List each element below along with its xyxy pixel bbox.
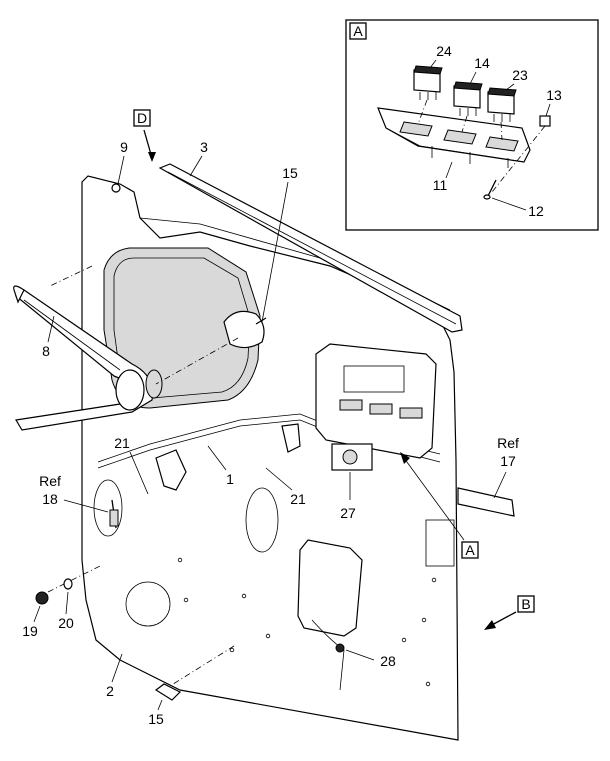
door-trim-panel: [81, 175, 459, 741]
callout-14: 14: [474, 55, 490, 71]
callout-1: 1: [226, 471, 234, 487]
callout-27: 27: [340, 505, 356, 521]
switch-23: [487, 87, 517, 122]
callout-23: 23: [512, 67, 528, 83]
speaker-hole: [125, 581, 171, 627]
callout-13: 13: [546, 87, 562, 103]
clip-13: [539, 115, 551, 127]
main-callouts: 9 3 15 8 21 1 21 27 Ref 18 Ref 17 A 19 2…: [22, 139, 519, 727]
callout-15-bottom: 15: [148, 711, 164, 727]
switch-pocket: [315, 343, 437, 459]
switch-24: [413, 65, 443, 100]
screw-12: [483, 179, 497, 200]
callout-9: 9: [120, 139, 128, 155]
view-d-marker: D: [133, 109, 156, 162]
wire-28: [311, 619, 345, 691]
clip-21-right: [281, 423, 301, 453]
callout-20: 20: [58, 615, 74, 631]
view-b-marker: B: [484, 595, 535, 630]
callout-3: 3: [200, 139, 208, 155]
weatherstrip-3: [158, 163, 463, 333]
callout-21-right: 21: [290, 491, 306, 507]
callout-28: 28: [380, 653, 396, 669]
nut-19: [35, 591, 49, 605]
ref-18-label: Ref: [39, 473, 61, 489]
rod-ref-17: [457, 487, 515, 517]
callout-19: 19: [22, 623, 38, 639]
switch-14: [453, 81, 483, 116]
detail-a-ref-label: A: [465, 542, 475, 558]
handle-knob-15: [223, 310, 267, 349]
detail-a-frame: [345, 19, 599, 231]
washer-20: [63, 578, 73, 590]
bolt-15-bottom: [154, 683, 182, 701]
detail-a-label-box: [349, 22, 367, 40]
view-d-label: D: [137, 110, 147, 126]
view-b-label: B: [521, 596, 530, 612]
cable-18: [109, 499, 119, 529]
callout-12: 12: [528, 203, 544, 219]
ref-18-num: 18: [42, 491, 58, 507]
callout-15-top: 15: [282, 165, 298, 181]
ref-17-num: 17: [500, 453, 516, 469]
callout-24: 24: [436, 43, 452, 59]
detail-a-label: A: [353, 23, 363, 39]
access-hole: [297, 539, 363, 637]
detail-a-inset: A: [345, 19, 599, 231]
callout-21-left: 21: [114, 435, 130, 451]
clip-21-left: [155, 449, 187, 491]
grab-handle-8: [13, 285, 163, 431]
callout-8: 8: [42, 343, 50, 359]
bezel-opening-2: [443, 129, 477, 145]
bezel-opening-3: [485, 136, 519, 152]
bezel-opening-1: [399, 121, 433, 137]
detail-a-ref-box: [461, 541, 479, 559]
callout-11: 11: [433, 177, 448, 193]
callout-2: 2: [106, 683, 114, 699]
ref-17-label: Ref: [497, 435, 519, 451]
